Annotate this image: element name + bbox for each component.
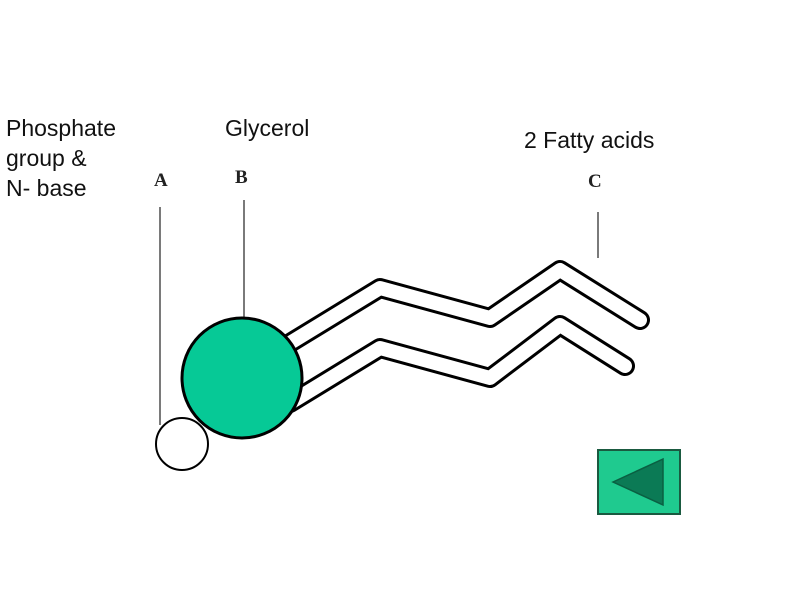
glycerol-label: Glycerol (225, 115, 310, 141)
left-triangle-icon (611, 457, 664, 507)
phosphate-label-line-1: Phosphate (6, 115, 116, 141)
phosphate-label-line-3: N- base (6, 175, 87, 201)
back-button[interactable] (597, 449, 681, 515)
fatty-acid-tail-2 (280, 315, 635, 413)
fatty-acid-tails (280, 260, 650, 413)
glycerol-circle (180, 316, 304, 440)
fatty-acid-tail-1 (280, 260, 650, 353)
letter-a: A (154, 170, 168, 191)
fatty-acids-label: 2 Fatty acids (524, 127, 655, 153)
phosphate-group-circle (155, 417, 209, 471)
phosphate-label-line-2: group & (6, 145, 87, 171)
letter-c: C (588, 171, 602, 192)
letter-b: B (235, 167, 248, 188)
phosphate-group-label: Phosphate group & N- base (6, 113, 116, 203)
